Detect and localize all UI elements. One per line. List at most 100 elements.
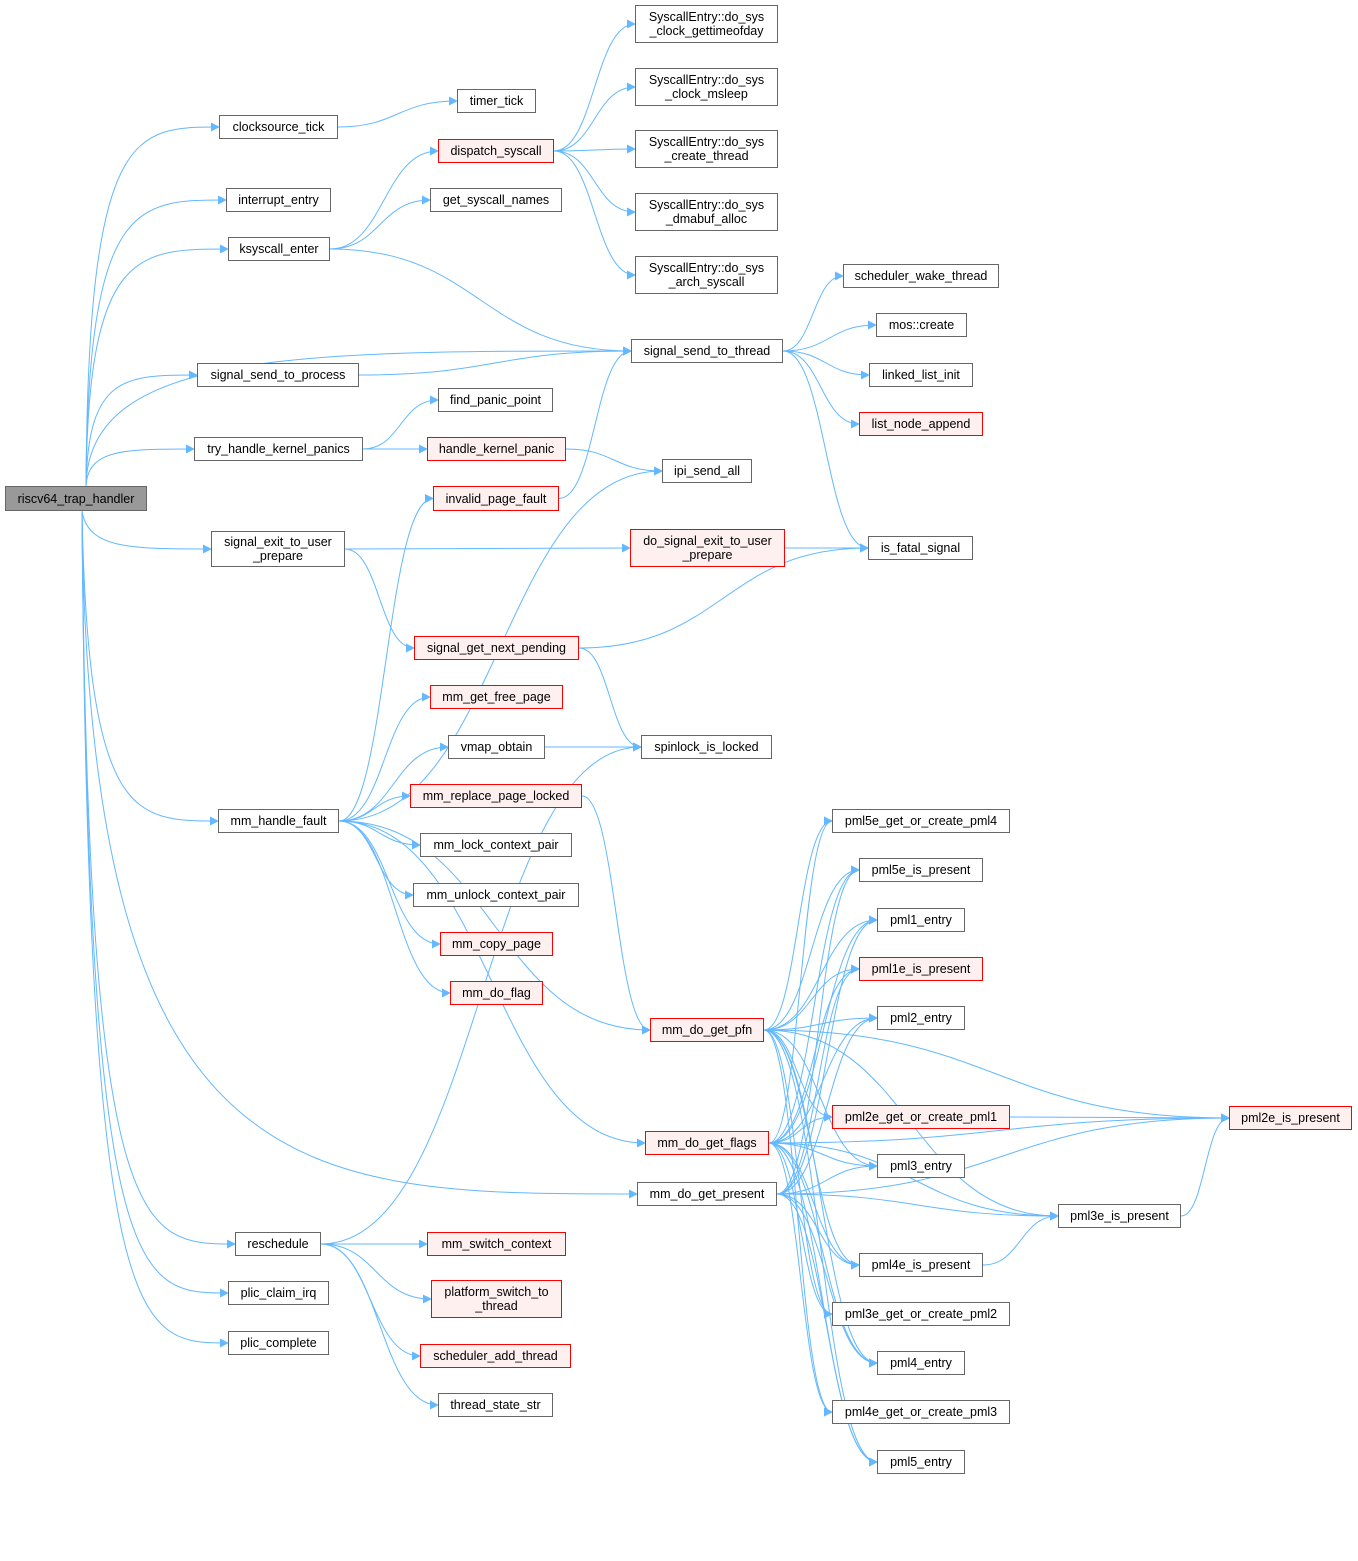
edge-mm_do_get_pfn-to-pml5e_get_or_create_pml4: [763, 816, 833, 1031]
node-pml4e-get-or-create-pml3[interactable]: pml4e_get_or_create_pml3: [832, 1400, 1010, 1424]
node-ipi-send-all[interactable]: ipi_send_all: [662, 459, 752, 483]
edge-mm_do_get_pfn-to-pml5e_is_present: [763, 865, 860, 1031]
node-sys-create-thread[interactable]: SyscallEntry::do_sys _create_thread: [635, 130, 778, 168]
edge-mm_do_get_flags-to-pml2e_is_present: [768, 1113, 1230, 1144]
edge-mm_do_get_pfn-to-pml4e_get_or_create_pml3: [763, 1029, 833, 1417]
node-mm-do-get-pfn[interactable]: mm_do_get_pfn: [650, 1018, 764, 1042]
edge-trap-to-mm_handle_fault: [81, 510, 219, 826]
edge-pml4e_is_present-to-pml3e_is_present: [982, 1211, 1059, 1266]
edge-mm_do_get_present-to-pml3e_is_present: [776, 1193, 1059, 1221]
node-pml4e-is-present[interactable]: pml4e_is_present: [859, 1253, 983, 1277]
edge-mm_handle_fault-to-mm_do_flag: [338, 820, 451, 998]
node-invalid-page-fault[interactable]: invalid_page_fault: [433, 486, 559, 511]
node-signal-send-to-process[interactable]: signal_send_to_process: [197, 363, 359, 387]
node-scheduler-wake-thread[interactable]: scheduler_wake_thread: [843, 264, 999, 288]
node-plic-complete[interactable]: plic_complete: [228, 1331, 329, 1355]
edge-trap-to-plic_complete: [81, 510, 229, 1348]
node-pml3-entry[interactable]: pml3_entry: [877, 1154, 965, 1178]
node-pml5e-get-or-create-pml4[interactable]: pml5e_get_or_create_pml4: [832, 809, 1010, 833]
node-dispatch-syscall[interactable]: dispatch_syscall: [438, 139, 554, 163]
node-vmap-obtain[interactable]: vmap_obtain: [448, 735, 545, 759]
edge-reschedule-to-thread_state_str: [320, 1243, 439, 1410]
node-clocksource-tick[interactable]: clocksource_tick: [219, 115, 338, 139]
edge-mm_do_get_present-to-pml1_entry: [776, 915, 878, 1195]
node-pml3e-is-present[interactable]: pml3e_is_present: [1058, 1204, 1181, 1228]
node-thread-state-str[interactable]: thread_state_str: [438, 1393, 553, 1417]
node-try-handle-kernel-panics[interactable]: try_handle_kernel_panics: [194, 437, 363, 461]
node-mos-create[interactable]: mos::create: [876, 313, 967, 337]
edge-mm_handle_fault-to-mm_do_get_pfn: [338, 820, 651, 1035]
node-do-signal-exit-to-user-prepare[interactable]: do_signal_exit_to_user _prepare: [630, 529, 785, 567]
node-find-panic-point[interactable]: find_panic_point: [438, 388, 553, 412]
node-sys-gettimeofday[interactable]: SyscallEntry::do_sys _clock_gettimeofday: [635, 5, 778, 43]
edge-mm_do_get_flags-to-pml4e_is_present: [768, 1142, 860, 1270]
node-mm-do-get-present[interactable]: mm_do_get_present: [637, 1182, 777, 1206]
node-get-syscall-names[interactable]: get_syscall_names: [430, 188, 562, 212]
edge-trap-to-reschedule: [81, 510, 236, 1249]
node-sys-msleep[interactable]: SyscallEntry::do_sys _clock_msleep: [635, 68, 778, 106]
edge-dispatch_syscall-to-sys_msleep: [553, 82, 636, 152]
node-signal-send-to-thread[interactable]: signal_send_to_thread: [631, 339, 783, 363]
edge-mm_do_get_pfn-to-pml1_entry: [763, 915, 878, 1031]
edge-pml3e_is_present-to-pml2e_is_present: [1180, 1113, 1230, 1217]
node-signal-get-next-pending[interactable]: signal_get_next_pending: [414, 636, 579, 660]
node-reschedule[interactable]: reschedule: [235, 1232, 321, 1256]
edge-trap-to-ksyscall_enter: [85, 244, 229, 487]
node-mm-copy-page[interactable]: mm_copy_page: [440, 932, 553, 956]
node-plic-claim-irq[interactable]: plic_claim_irq: [228, 1281, 329, 1305]
edge-mm_do_get_pfn-to-pml3e_get_or_create_pml2: [763, 1029, 833, 1319]
node-pml2e-get-or-create-pml1[interactable]: pml2e_get_or_create_pml1: [832, 1105, 1010, 1129]
edge-mm_do_get_present-to-pml4_entry: [776, 1193, 878, 1368]
edge-mm_do_get_present-to-pml1e_is_present: [776, 964, 860, 1195]
node-mm-lock-context-pair[interactable]: mm_lock_context_pair: [420, 833, 572, 857]
node-signal-exit-to-user-prepare[interactable]: signal_exit_to_user _prepare: [211, 531, 345, 567]
node-linked-list-init[interactable]: linked_list_init: [869, 363, 973, 387]
node-mm-do-flag[interactable]: mm_do_flag: [450, 981, 543, 1005]
node-timer-tick[interactable]: timer_tick: [457, 89, 536, 113]
node-mm-replace-page-locked[interactable]: mm_replace_page_locked: [410, 784, 582, 808]
node-sys-arch-syscall[interactable]: SyscallEntry::do_sys _arch_syscall: [635, 256, 778, 294]
edge-mm_do_get_present-to-pml4e_is_present: [776, 1193, 860, 1270]
edge-mm_handle_fault-to-invalid_page_fault: [338, 494, 434, 822]
edge-mm_do_get_pfn-to-pml2e_is_present: [763, 1029, 1230, 1123]
edge-mm_do_get_pfn-to-pml2e_get_or_create_pml1: [763, 1029, 833, 1122]
node-pml2-entry[interactable]: pml2_entry: [877, 1006, 965, 1030]
node-handle-kernel-panic[interactable]: handle_kernel_panic: [427, 437, 566, 461]
edge-mm_do_get_flags-to-pml4_entry: [768, 1142, 878, 1368]
node-mm-unlock-context-pair[interactable]: mm_unlock_context_pair: [413, 883, 579, 907]
node-pml5-entry[interactable]: pml5_entry: [877, 1450, 965, 1474]
node-sys-dmabuf-alloc[interactable]: SyscallEntry::do_sys _dmabuf_alloc: [635, 193, 778, 231]
node-interrupt-entry[interactable]: interrupt_entry: [226, 188, 331, 212]
node-spinlock-is-locked[interactable]: spinlock_is_locked: [641, 735, 772, 759]
edge-trap-to-mm_do_get_present: [81, 510, 638, 1199]
edge-mm_handle_fault-to-mm_unlock_context_pair: [338, 820, 414, 900]
node-mm-do-get-flags[interactable]: mm_do_get_flags: [645, 1131, 769, 1155]
node-mm-switch-context[interactable]: mm_switch_context: [427, 1232, 566, 1256]
node-pml1e-is-present[interactable]: pml1e_is_present: [859, 957, 983, 981]
edge-mm_do_get_pfn-to-pml4_entry: [763, 1029, 878, 1368]
edge-mm_do_get_flags-to-pml3_entry: [768, 1142, 878, 1171]
edge-trap-to-signal_send_to_process: [85, 370, 198, 487]
node-ksyscall-enter[interactable]: ksyscall_enter: [228, 237, 330, 261]
node-mm-handle-fault[interactable]: mm_handle_fault: [218, 809, 339, 833]
node-scheduler-add-thread[interactable]: scheduler_add_thread: [420, 1344, 571, 1368]
node-pml4-entry[interactable]: pml4_entry: [877, 1351, 965, 1375]
node-pml2e-is-present[interactable]: pml2e_is_present: [1229, 1106, 1352, 1130]
node-pml1-entry[interactable]: pml1_entry: [877, 908, 965, 932]
edge-signal_send_to_thread-to-mos_create: [782, 320, 877, 352]
edge-mm_do_get_present-to-pml2e_is_present: [776, 1113, 1230, 1195]
edge-mm_do_get_present-to-pml5_entry: [776, 1193, 878, 1467]
node-is-fatal-signal[interactable]: is_fatal_signal: [868, 536, 973, 560]
node-trap[interactable]: riscv64_trap_handler: [5, 486, 147, 511]
node-pml5e-is-present[interactable]: pml5e_is_present: [859, 858, 983, 882]
edge-trap-to-try_handle_kernel_panics: [85, 444, 195, 487]
edge-mm_handle_fault-to-mm_replace_page_locked: [338, 791, 411, 822]
node-list-node-append[interactable]: list_node_append: [859, 412, 983, 436]
node-mm-get-free-page[interactable]: mm_get_free_page: [430, 685, 563, 709]
edge-mm_handle_fault-to-mm_get_free_page: [338, 692, 431, 822]
edge-trap-to-signal_exit_to_user_prepare: [81, 510, 212, 554]
edge-signal_get_next_pending-to-spinlock_is_locked: [578, 647, 642, 752]
edge-signal_send_to_thread-to-linked_list_init: [782, 350, 870, 380]
node-pml3e-get-or-create-pml2[interactable]: pml3e_get_or_create_pml2: [832, 1302, 1010, 1326]
node-platform-switch-to-thread[interactable]: platform_switch_to _thread: [431, 1280, 562, 1318]
